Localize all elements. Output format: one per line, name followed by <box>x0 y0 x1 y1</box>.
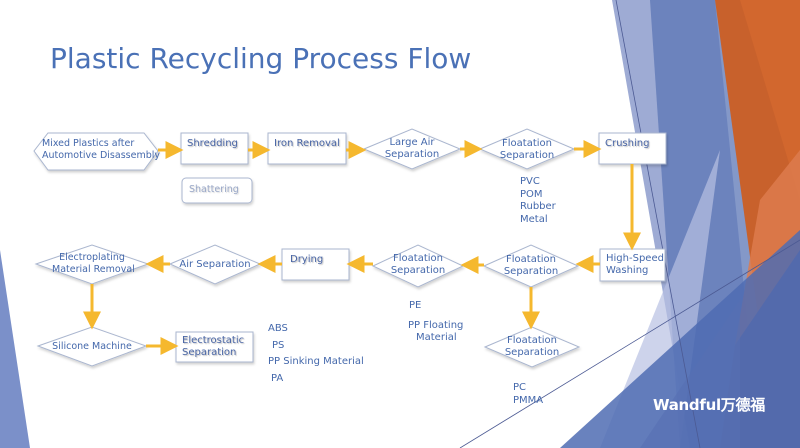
label-line: Separation <box>390 265 446 276</box>
label-air-separation: Air Separation <box>179 259 251 270</box>
label-shredding: Shredding <box>187 138 238 149</box>
label-line: Floatation <box>393 253 443 264</box>
node-shredding <box>180 132 249 165</box>
label-line: Washing <box>606 265 649 276</box>
label-line: Separation <box>503 266 559 277</box>
label-line: Separation <box>504 347 560 358</box>
label-electroplating: Electroplating Material Removal <box>52 252 135 276</box>
output-item: PE <box>409 300 422 311</box>
output-floatation-1: PVC POM Rubber Metal <box>520 176 556 226</box>
brand-logo: Wandful万德福 <box>653 396 765 414</box>
node-drying <box>281 248 350 281</box>
output-item: PS <box>272 339 285 351</box>
label-crushing: Crushing <box>605 138 650 149</box>
right-accent-orange-2 <box>740 0 800 200</box>
label-floatation-1: Floatation Separation <box>497 138 557 162</box>
slide-title: Plastic Recycling Process Flow <box>50 42 472 75</box>
output-item: PVC <box>520 176 540 187</box>
label-silicone: Silicone Machine <box>52 341 132 352</box>
output-electrostatic: ABS PS PP Sinking Material PA <box>268 321 364 387</box>
label-line: Electroplating <box>59 252 125 263</box>
output-item: PC <box>513 382 527 393</box>
output-item: PMMA <box>513 394 544 406</box>
label-line: Floatation <box>502 138 552 149</box>
label-high-speed-washing: High-Speed Washing <box>606 253 664 277</box>
label-drying: Drying <box>290 254 324 265</box>
node-floatation-4 <box>483 326 581 368</box>
output-item: PP Floating <box>408 319 464 331</box>
label-line: Floatation <box>506 254 556 265</box>
label-shattering: Shattering <box>189 184 239 195</box>
label-line: Automotive Disassembly <box>42 150 160 161</box>
label-line: Material Removal <box>52 264 135 275</box>
output-item: PP Sinking Material <box>268 356 364 367</box>
label-mixed-plastics: Mixed Plastics after Automotive Disassem… <box>42 138 160 162</box>
label-floatation-2: Floatation Separation <box>501 254 561 278</box>
label-iron-removal: Iron Removal <box>274 138 340 149</box>
output-item: ABS <box>268 323 288 334</box>
label-large-air: Large Air Separation <box>382 137 442 161</box>
node-iron-removal <box>267 132 347 165</box>
node-shattering <box>181 177 253 204</box>
node-mixed-plastics <box>33 132 159 171</box>
label-line: High-Speed <box>606 253 664 264</box>
output-item: POM <box>520 188 543 200</box>
label-line: Separation <box>499 150 555 161</box>
bottom-accent-blue-2 <box>640 300 740 448</box>
label-floatation-3: Floatation Separation <box>388 253 448 277</box>
label-line: Large Air <box>389 137 435 148</box>
output-floatation-4: PC PMMA <box>513 382 543 407</box>
left-accent-shape <box>0 250 30 448</box>
output-floatation-3: PE PP Floating Material <box>408 300 464 345</box>
output-item: Material <box>416 332 457 343</box>
output-item: Rubber <box>520 201 556 212</box>
output-item: PA <box>271 372 284 384</box>
label-line: Separation <box>384 149 440 160</box>
label-line: Mixed Plastics after <box>42 138 135 149</box>
label-line: Floatation <box>507 335 557 346</box>
decorative-line-1 <box>615 0 701 448</box>
output-item: Metal <box>520 213 548 225</box>
label-floatation-4: Floatation Separation <box>502 335 562 359</box>
label-line: Separation <box>182 347 237 358</box>
label-line: Electrostatic <box>182 335 245 346</box>
node-electrostatic <box>175 331 254 363</box>
label-electrostatic: Electrostatic Separation <box>182 335 244 359</box>
decorative-line-2 <box>459 239 800 448</box>
